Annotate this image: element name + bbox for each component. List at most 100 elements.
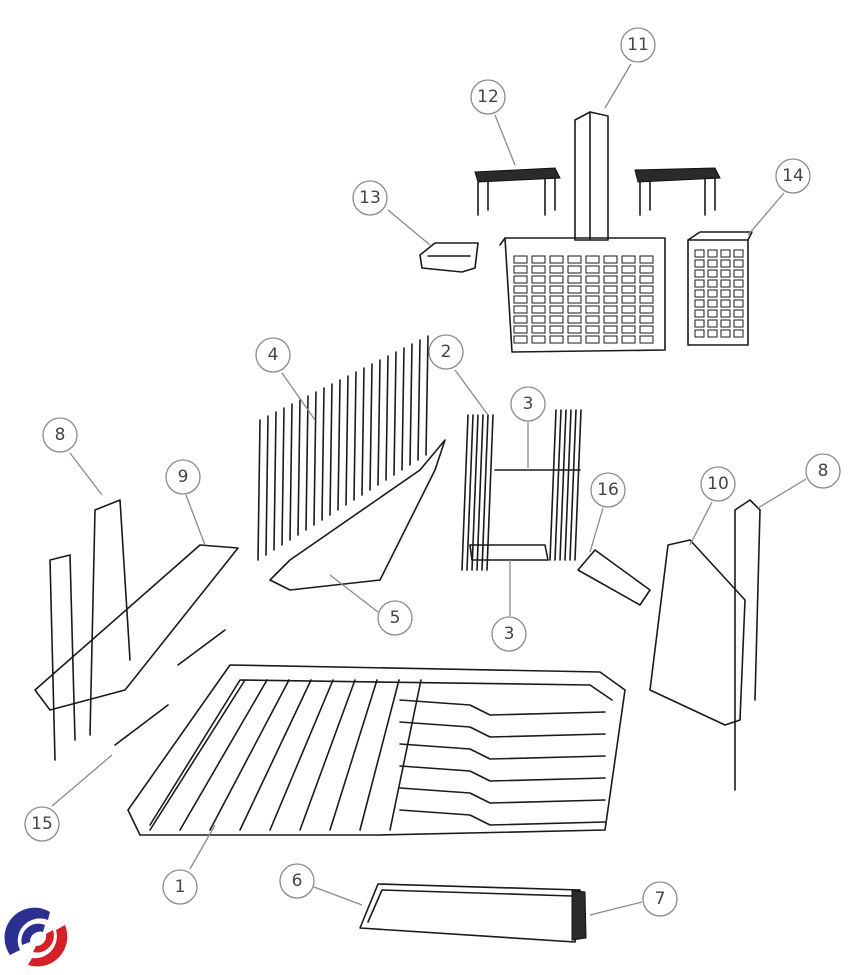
wire-detail — [621, 295, 636, 304]
wire-detail — [329, 383, 333, 516]
wire-detail — [389, 679, 422, 831]
wire-detail — [733, 299, 744, 308]
wire-detail — [733, 319, 744, 328]
wire-detail — [313, 391, 317, 526]
wire-detail — [359, 679, 400, 831]
wire-detail — [639, 255, 654, 264]
tine-holder-10 — [649, 499, 761, 791]
main-basket-1 — [127, 664, 626, 836]
svg-text:2: 2 — [441, 342, 452, 362]
wire-detail — [694, 309, 705, 318]
fold-rack-2 — [461, 409, 582, 571]
wire-detail — [289, 403, 293, 541]
wire-detail — [621, 285, 636, 294]
wire-detail — [299, 679, 356, 831]
wire-detail — [707, 259, 718, 268]
wire-detail — [639, 335, 654, 344]
wire-detail — [720, 309, 731, 318]
callout-3-bottom: 3 — [491, 616, 527, 652]
wire-detail — [694, 269, 705, 278]
wire-detail — [567, 315, 582, 324]
leader-lines — [51, 63, 807, 916]
wire-detail — [513, 265, 528, 274]
wire-detail — [531, 305, 546, 314]
wire-detail — [720, 269, 731, 278]
svg-text:15: 15 — [31, 814, 53, 834]
wire-detail — [603, 325, 618, 334]
wire-detail — [621, 325, 636, 334]
wire-detail — [603, 275, 618, 284]
wire-detail — [694, 299, 705, 308]
wire-detail — [720, 249, 731, 258]
wire-detail — [281, 407, 285, 546]
wire-detail — [564, 409, 572, 561]
svg-text:12: 12 — [477, 87, 499, 107]
wire-detail — [707, 289, 718, 298]
small-tray-13 — [419, 242, 479, 273]
wire-detail — [585, 325, 600, 334]
wire-detail — [513, 315, 528, 324]
wire-detail — [707, 299, 718, 308]
callout-2: 2 — [428, 334, 464, 370]
wire-detail — [273, 411, 277, 551]
wire-detail — [639, 295, 654, 304]
wire-detail — [733, 279, 744, 288]
wire-detail — [621, 265, 636, 274]
wire-detail — [603, 285, 618, 294]
wire-detail — [621, 335, 636, 344]
svg-text:11: 11 — [627, 35, 649, 55]
wire-detail — [707, 309, 718, 318]
callout-10: 10 — [700, 466, 736, 502]
clip-16 — [577, 549, 651, 606]
wire-detail — [720, 329, 731, 338]
wire-detail — [720, 289, 731, 298]
svg-text:3: 3 — [523, 394, 534, 414]
svg-text:5: 5 — [390, 608, 401, 628]
callout-9: 9 — [165, 459, 201, 495]
wire-detail — [585, 305, 600, 314]
svg-text:4: 4 — [268, 345, 279, 365]
wire-detail — [549, 315, 564, 324]
wire-detail — [385, 355, 389, 481]
wire-detail — [401, 347, 405, 471]
callout-12: 12 — [470, 79, 506, 115]
wire-detail — [297, 399, 301, 536]
svg-text:1: 1 — [175, 877, 186, 897]
wire-detail — [549, 255, 564, 264]
wire-detail — [513, 275, 528, 284]
callout-7: 7 — [642, 881, 678, 917]
wire-detail — [549, 295, 564, 304]
wire-detail — [531, 255, 546, 264]
wire-detail — [585, 285, 600, 294]
wire-detail — [531, 315, 546, 324]
wire-detail — [720, 279, 731, 288]
wire-detail — [585, 315, 600, 324]
wire-detail — [733, 249, 744, 258]
wire-detail — [476, 414, 484, 571]
callout-3-top: 3 — [510, 386, 546, 422]
plate-rack-4 — [257, 335, 446, 591]
svg-text:8: 8 — [818, 461, 829, 481]
wire-detail — [621, 255, 636, 264]
wire-detail — [393, 351, 397, 476]
wire-detail — [554, 409, 562, 561]
brand-logo — [4, 907, 68, 967]
callout-16: 16 — [590, 472, 626, 508]
wire-detail — [257, 419, 261, 561]
wire-detail — [425, 335, 429, 456]
wire-detail — [639, 275, 654, 284]
callout-5: 5 — [377, 600, 413, 636]
callout-1: 1 — [162, 869, 198, 905]
wire-detail — [639, 325, 654, 334]
wire-detail — [513, 295, 528, 304]
wire-detail — [567, 265, 582, 274]
wire-detail — [707, 319, 718, 328]
wire-detail — [531, 325, 546, 334]
wire-detail — [694, 329, 705, 338]
callout-8-right: 8 — [805, 453, 841, 489]
wire-detail — [179, 679, 268, 831]
wire-detail — [513, 255, 528, 264]
callout-11: 11 — [620, 27, 656, 63]
wire-detail — [694, 319, 705, 328]
svg-text:3: 3 — [504, 624, 515, 644]
